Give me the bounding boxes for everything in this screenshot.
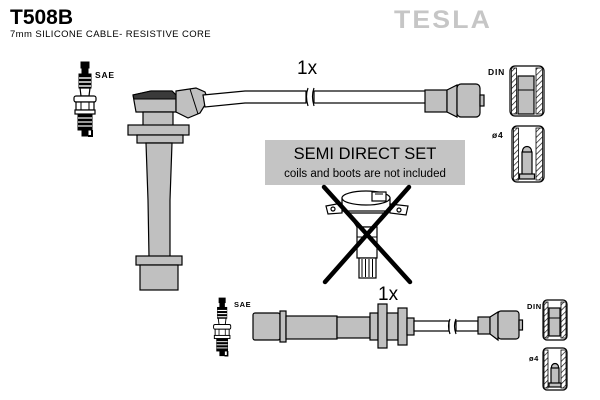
quantity-label-top: 1x: [297, 58, 318, 79]
diameter-label-bottom: ø4: [529, 354, 539, 363]
din-label-top: DIN: [488, 67, 505, 77]
4mm-terminal-cross-section-icon-bottom: [542, 347, 568, 391]
spark-plug-icon: [73, 61, 97, 137]
din-label-bottom: DIN: [527, 302, 542, 311]
distributor-connector-icon-bottom: [477, 310, 524, 342]
quantity-label-bottom: 1x: [378, 284, 399, 305]
notice-box: SEMI DIRECT SET coils and boots are not …: [265, 140, 465, 185]
cross-out-x-icon: [321, 184, 413, 285]
spark-plug-icon-small: [212, 297, 232, 357]
notice-subtitle: coils and boots are not included: [284, 168, 446, 180]
sae-label-top: SAE: [95, 70, 115, 80]
sae-label-bottom: SAE: [234, 300, 251, 309]
diameter-label-top: ø4: [492, 130, 504, 140]
plug-boot-icon-bottom: [252, 303, 415, 349]
part-number: T508B: [10, 6, 73, 29]
ignition-cable-icon-top: [202, 87, 428, 108]
plug-boot-icon-top: [127, 87, 209, 291]
distributor-connector-icon-top: [424, 83, 485, 118]
notice-title: SEMI DIRECT SET: [294, 145, 437, 163]
4mm-terminal-cross-section-icon-top: [511, 125, 545, 183]
ignition-cable-icon-bottom: [413, 318, 479, 335]
cable-spec-subtitle: 7mm SILICONE CABLE- RESISTIVE CORE: [10, 29, 211, 40]
din-terminal-cross-section-icon-top: [509, 65, 545, 117]
tesla-logo: TESLA: [394, 6, 492, 34]
din-terminal-cross-section-icon-bottom: [542, 299, 568, 341]
